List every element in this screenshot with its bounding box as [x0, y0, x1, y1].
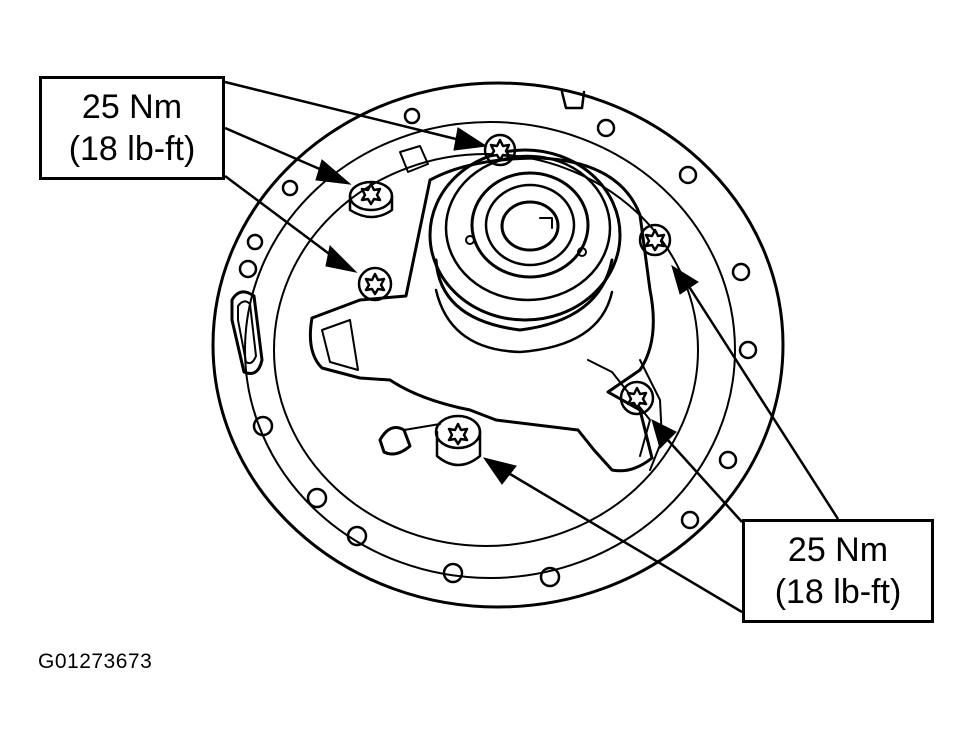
dowel-pin — [378, 426, 412, 456]
torx-bolt-icon — [364, 272, 386, 296]
input-shaft-bore — [500, 200, 560, 252]
torx-bolt-icon — [644, 228, 666, 252]
torx-bolt-icon — [447, 422, 469, 446]
torque-imperial-label: (18 lb-ft) — [68, 130, 196, 168]
pump-body — [308, 156, 655, 473]
leader-lines-right — [509, 284, 840, 614]
torque-metric-label: 25 Nm — [81, 88, 183, 126]
arrow-icon — [315, 127, 699, 485]
torque-metric-label: 25 Nm — [787, 531, 889, 569]
flange-inner-ring — [244, 121, 736, 579]
torque-callout-right: 25 Nm (18 lb-ft) — [742, 519, 934, 623]
outer-flange — [211, 81, 785, 609]
torque-imperial-label: (18 lb-ft) — [774, 573, 902, 611]
leader-lines-left — [224, 80, 461, 258]
flange-bolt-holes — [238, 107, 758, 588]
torx-bolt-icon — [360, 182, 382, 206]
torque-callout-left: 25 Nm (18 lb-ft) — [39, 76, 225, 180]
figure-id: G01273673 — [38, 650, 153, 673]
oil-slot — [230, 290, 264, 375]
hub-housing — [428, 148, 622, 322]
torx-bolt-icon — [489, 138, 511, 162]
